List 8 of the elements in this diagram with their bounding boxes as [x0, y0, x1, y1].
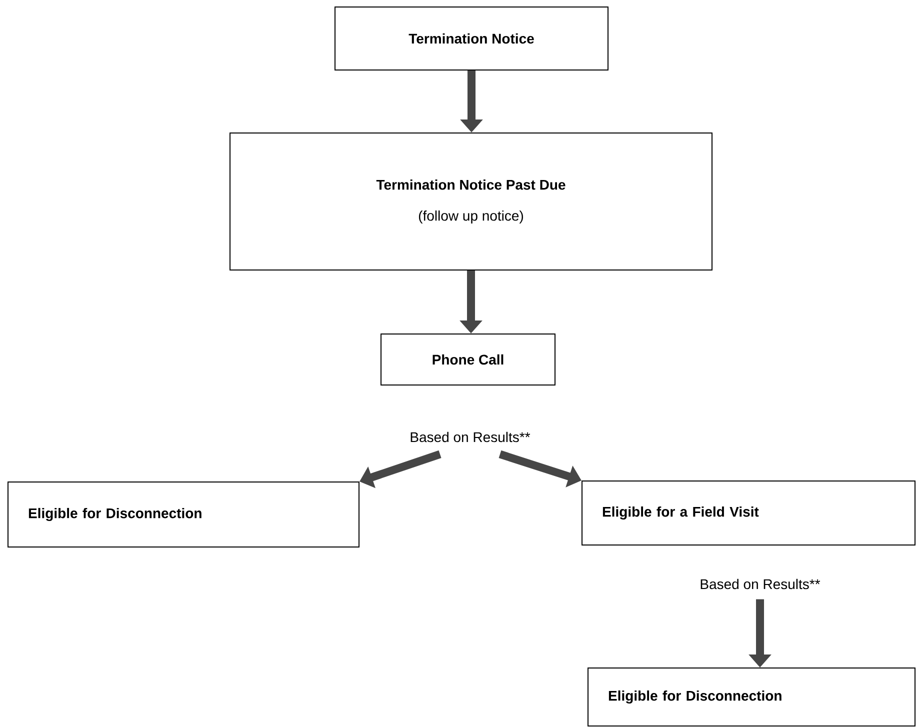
condition-text: Based on Results**	[700, 578, 820, 590]
process-box: Termination Notice Past Due (follow up notice)	[230, 132, 712, 270]
process-box: Termination Notice	[334, 6, 608, 70]
process-box: Phone Call	[380, 334, 556, 386]
process-box: Eligible for Disconnection	[588, 668, 916, 726]
process-box: Eligible for a Field Visit	[582, 480, 916, 546]
condition-text: Based on Results**	[410, 432, 530, 442]
process-box: Eligible for Disconnection	[8, 482, 360, 548]
